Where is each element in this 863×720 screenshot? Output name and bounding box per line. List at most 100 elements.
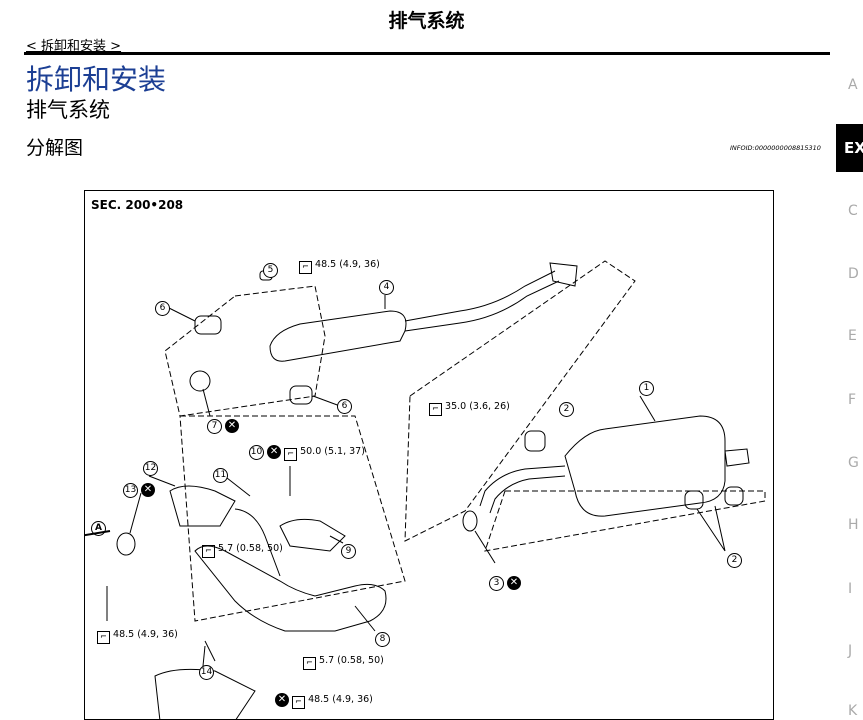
bolt-14-shape: [204, 640, 216, 662]
part-number-6: 6: [337, 399, 352, 414]
leader-3: [474, 530, 496, 564]
tail-pipe-shape: [724, 448, 750, 467]
breadcrumb[interactable]: < 拆卸和安装 >: [26, 39, 122, 54]
heat-insulator-9: [279, 518, 346, 552]
torque-value: 5.7 (0.58, 50): [218, 543, 283, 554]
part-number-9: 9: [341, 544, 356, 559]
part-number-1: 1: [639, 381, 654, 396]
info-id: INFOID:0000000008815310: [730, 144, 821, 152]
leader-6-lower: [312, 395, 341, 407]
torque-callout: ⌐ 48.5 (4.9, 36): [299, 259, 380, 274]
part-number-11: 11: [213, 468, 228, 483]
torque-value: 35.0 (3.6, 26): [445, 401, 510, 412]
group-outline-front: [164, 285, 326, 417]
diagram-drawing: [85, 260, 766, 719]
leader-9: [329, 535, 344, 544]
heat-insulator-lower: [154, 668, 256, 719]
part-number-7: 7: [207, 419, 222, 434]
side-index-i[interactable]: I: [848, 581, 853, 597]
mount-6-upper: [194, 315, 222, 335]
part-number-8: 8: [375, 632, 390, 647]
side-index-k[interactable]: K: [848, 703, 858, 719]
torque-value: 48.5 (4.9, 36): [315, 259, 380, 270]
no-reuse-icon: ✕: [275, 693, 289, 707]
torque-callout: ⌐ 5.7 (0.58, 50): [202, 543, 283, 558]
rear-inlet-pipe-shape-2: [489, 475, 566, 514]
side-index-d[interactable]: D: [848, 266, 859, 282]
side-index-j[interactable]: J: [848, 643, 853, 659]
leader-2: [696, 505, 726, 552]
part-number-10: 10: [249, 445, 264, 460]
center-muffler-shape: [269, 310, 407, 362]
part-number-2: 2: [727, 553, 742, 568]
side-index-f[interactable]: F: [848, 392, 857, 408]
mount-2-lower-right: [684, 490, 704, 510]
torque-value: 48.5 (4.9, 36): [113, 629, 178, 640]
no-reuse-icon: ✕: [141, 483, 155, 497]
leader-6-upper: [168, 307, 196, 322]
torque-callout: ⌐ 5.7 (0.58, 50): [303, 655, 384, 670]
torque-wrench-icon: ⌐: [202, 545, 215, 558]
leader-14: [202, 645, 206, 667]
no-reuse-icon: ✕: [267, 445, 282, 459]
no-reuse-icon: ✕: [225, 419, 239, 433]
section-heading: 拆卸和安装: [26, 63, 167, 96]
ring-3-shape: [462, 510, 478, 532]
part-number-2: 2: [559, 402, 574, 417]
torque-callout: ✕ ⌐ 48.5 (4.9, 36): [275, 693, 373, 709]
torque-callout: ⌐ 35.0 (3.6, 26): [429, 401, 510, 416]
leader-13: [129, 492, 142, 534]
no-reuse-icon: ✕: [507, 576, 521, 590]
main-muffler-shape: [564, 415, 726, 517]
torque-value: 48.5 (4.9, 36): [308, 694, 373, 705]
part-number-3: 3: [489, 576, 504, 591]
center-pipe-shape-2: [404, 280, 560, 332]
group-outline-center: [404, 260, 636, 542]
torque-value: 50.0 (5.1, 37): [300, 446, 365, 457]
reference-a-marker: A: [91, 521, 106, 536]
ring-13-shape: [116, 532, 136, 556]
group-outline-manifold: [179, 415, 406, 622]
torque-callout: 10 ✕ ⌐ 50.0 (5.1, 37): [249, 445, 365, 461]
section-code: SEC. 200•208: [91, 198, 184, 212]
part-number-13: 13: [123, 483, 138, 498]
group-outline-rear: [484, 490, 766, 552]
page-title: 排气系统: [388, 10, 465, 32]
side-index-c[interactable]: C: [848, 203, 858, 219]
torque-wrench-icon: ⌐: [299, 261, 312, 274]
torque-wrench-icon: ⌐: [303, 657, 316, 670]
side-index-ex[interactable]: EX: [836, 124, 863, 172]
front-tube-shape: [194, 545, 387, 632]
mount-2-lower-left: [724, 486, 744, 506]
exhaust-exploded-diagram: SEC. 200•208 ⌐ 48.5 (4.9, 36) ⌐ 35.0 (3.…: [84, 190, 774, 720]
torque-wrench-icon: ⌐: [292, 696, 306, 709]
leader-7: [202, 388, 211, 417]
part-number-5: 5: [263, 263, 278, 278]
part-number-14: 14: [199, 665, 214, 680]
torque-callout: ⌐ 48.5 (4.9, 36): [97, 629, 178, 644]
flange-shape: [549, 262, 578, 287]
torque-value: 5.7 (0.58, 50): [319, 655, 384, 666]
part-number-6: 6: [155, 301, 170, 316]
part-number-12: 12: [143, 461, 158, 476]
side-index-e[interactable]: E: [848, 328, 857, 344]
header-rule: [24, 52, 830, 55]
subheading: 排气系统: [26, 98, 110, 122]
torque-wrench-icon: ⌐: [97, 631, 110, 644]
center-pipe-shape: [404, 270, 556, 322]
side-index-g[interactable]: G: [848, 455, 859, 471]
part-number-4: 4: [379, 280, 394, 295]
leader-11: [226, 477, 251, 497]
side-index-a[interactable]: A: [848, 77, 858, 93]
rear-inlet-pipe-shape: [479, 465, 566, 507]
manifold-pipe-shape: [234, 508, 281, 577]
torque-wrench-icon: ⌐: [284, 448, 298, 461]
leader-12: [148, 475, 176, 487]
torque-wrench-icon: ⌐: [429, 403, 442, 416]
mount-6-lower: [289, 385, 313, 405]
mount-2-upper: [524, 430, 546, 452]
leader-1: [639, 395, 656, 422]
side-index-h[interactable]: H: [848, 517, 859, 533]
subsubheading: 分解图: [26, 137, 84, 159]
leader-8: [354, 605, 376, 632]
